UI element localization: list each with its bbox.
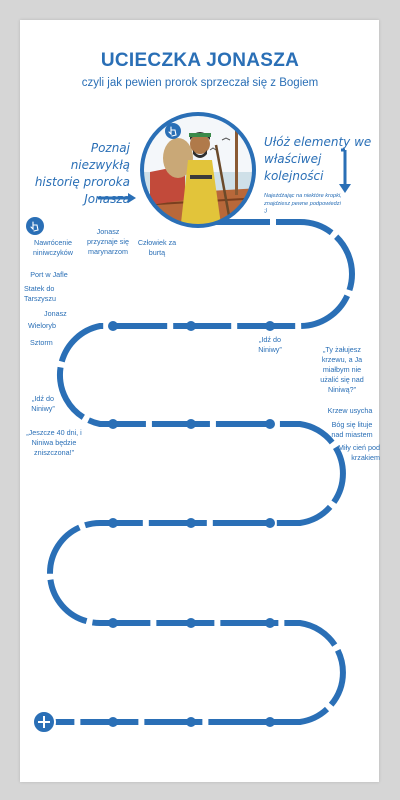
event-card-nawrocenie[interactable]: Nawrócenie niniwczyków <box>33 238 73 257</box>
jonah-illustration-frame <box>140 112 256 228</box>
timeline-dot[interactable] <box>265 518 275 528</box>
timeline-dot[interactable] <box>265 419 275 429</box>
pointer-hand-icon[interactable] <box>165 123 181 139</box>
timeline-dot[interactable] <box>108 717 118 727</box>
event-card-jonasz-przyznaje[interactable]: Jonasz przyznaje się marynarzom <box>87 227 129 256</box>
timeline-dot[interactable] <box>108 321 118 331</box>
event-card-ty-zalujesz[interactable]: „Ty żałujesz krzewu, a Ja miałbym nie uż… <box>320 345 364 394</box>
arrow-down-icon <box>339 148 351 193</box>
event-card-mily-cien[interactable]: Miły cień pod krzakiem <box>338 443 380 462</box>
timeline-dot[interactable] <box>186 717 196 727</box>
timeline-dot[interactable] <box>186 618 196 628</box>
page-title: UCIECZKA JONASZA <box>100 50 300 71</box>
event-card-wieloryb[interactable]: Wieloryb <box>28 321 56 330</box>
pointer-hand-icon[interactable] <box>26 217 44 235</box>
event-card-idz-do-niniwy-top[interactable]: „Idź do Niniwy” <box>258 335 282 354</box>
event-card-port[interactable]: Port w Jafle <box>30 270 68 279</box>
timeline-dot[interactable] <box>186 518 196 528</box>
intro-left-text: Poznaj niezwykłą historię proroka Jonasz… <box>34 141 130 206</box>
timeline-dot[interactable] <box>265 717 275 727</box>
event-card-jeszcze[interactable]: „Jeszcze 40 dni, i Niniwa będzie zniszcz… <box>26 428 82 457</box>
timeline-dot[interactable] <box>265 321 275 331</box>
event-card-statek[interactable]: Statek do Tarszyszu <box>24 284 56 303</box>
event-card-bog-lituje[interactable]: Bóg się lituje nad miastem <box>331 420 373 439</box>
event-card-krzew[interactable]: Krzew usycha <box>327 406 373 415</box>
page-subtitle: czyli jak pewien prorok sprzeczał się z … <box>81 77 319 89</box>
jonah-illustration <box>142 114 254 226</box>
timeline-dot[interactable] <box>186 321 196 331</box>
event-card-sztorm[interactable]: Sztorm <box>30 338 53 347</box>
event-card-czlowiek[interactable]: Człowiek za burtą <box>137 238 177 257</box>
timeline-dot[interactable] <box>108 419 118 429</box>
arrow-right-icon <box>98 193 136 203</box>
timeline-dot[interactable] <box>186 419 196 429</box>
hint-text: Najeżdżając na niektóre kropki, znajdzie… <box>264 193 342 214</box>
timeline-dot[interactable] <box>108 518 118 528</box>
intro-right-text: Ułóż elementy we właściwej kolejności <box>264 135 372 183</box>
timeline-dot[interactable] <box>108 618 118 628</box>
plus-icon[interactable] <box>32 710 56 734</box>
event-card-jonasz[interactable]: Jonasz <box>44 309 67 318</box>
timeline-path <box>44 219 355 725</box>
timeline-dot[interactable] <box>265 618 275 628</box>
event-card-idz-do-niniwy-left[interactable]: „Idź do Niniwy” <box>31 394 55 413</box>
